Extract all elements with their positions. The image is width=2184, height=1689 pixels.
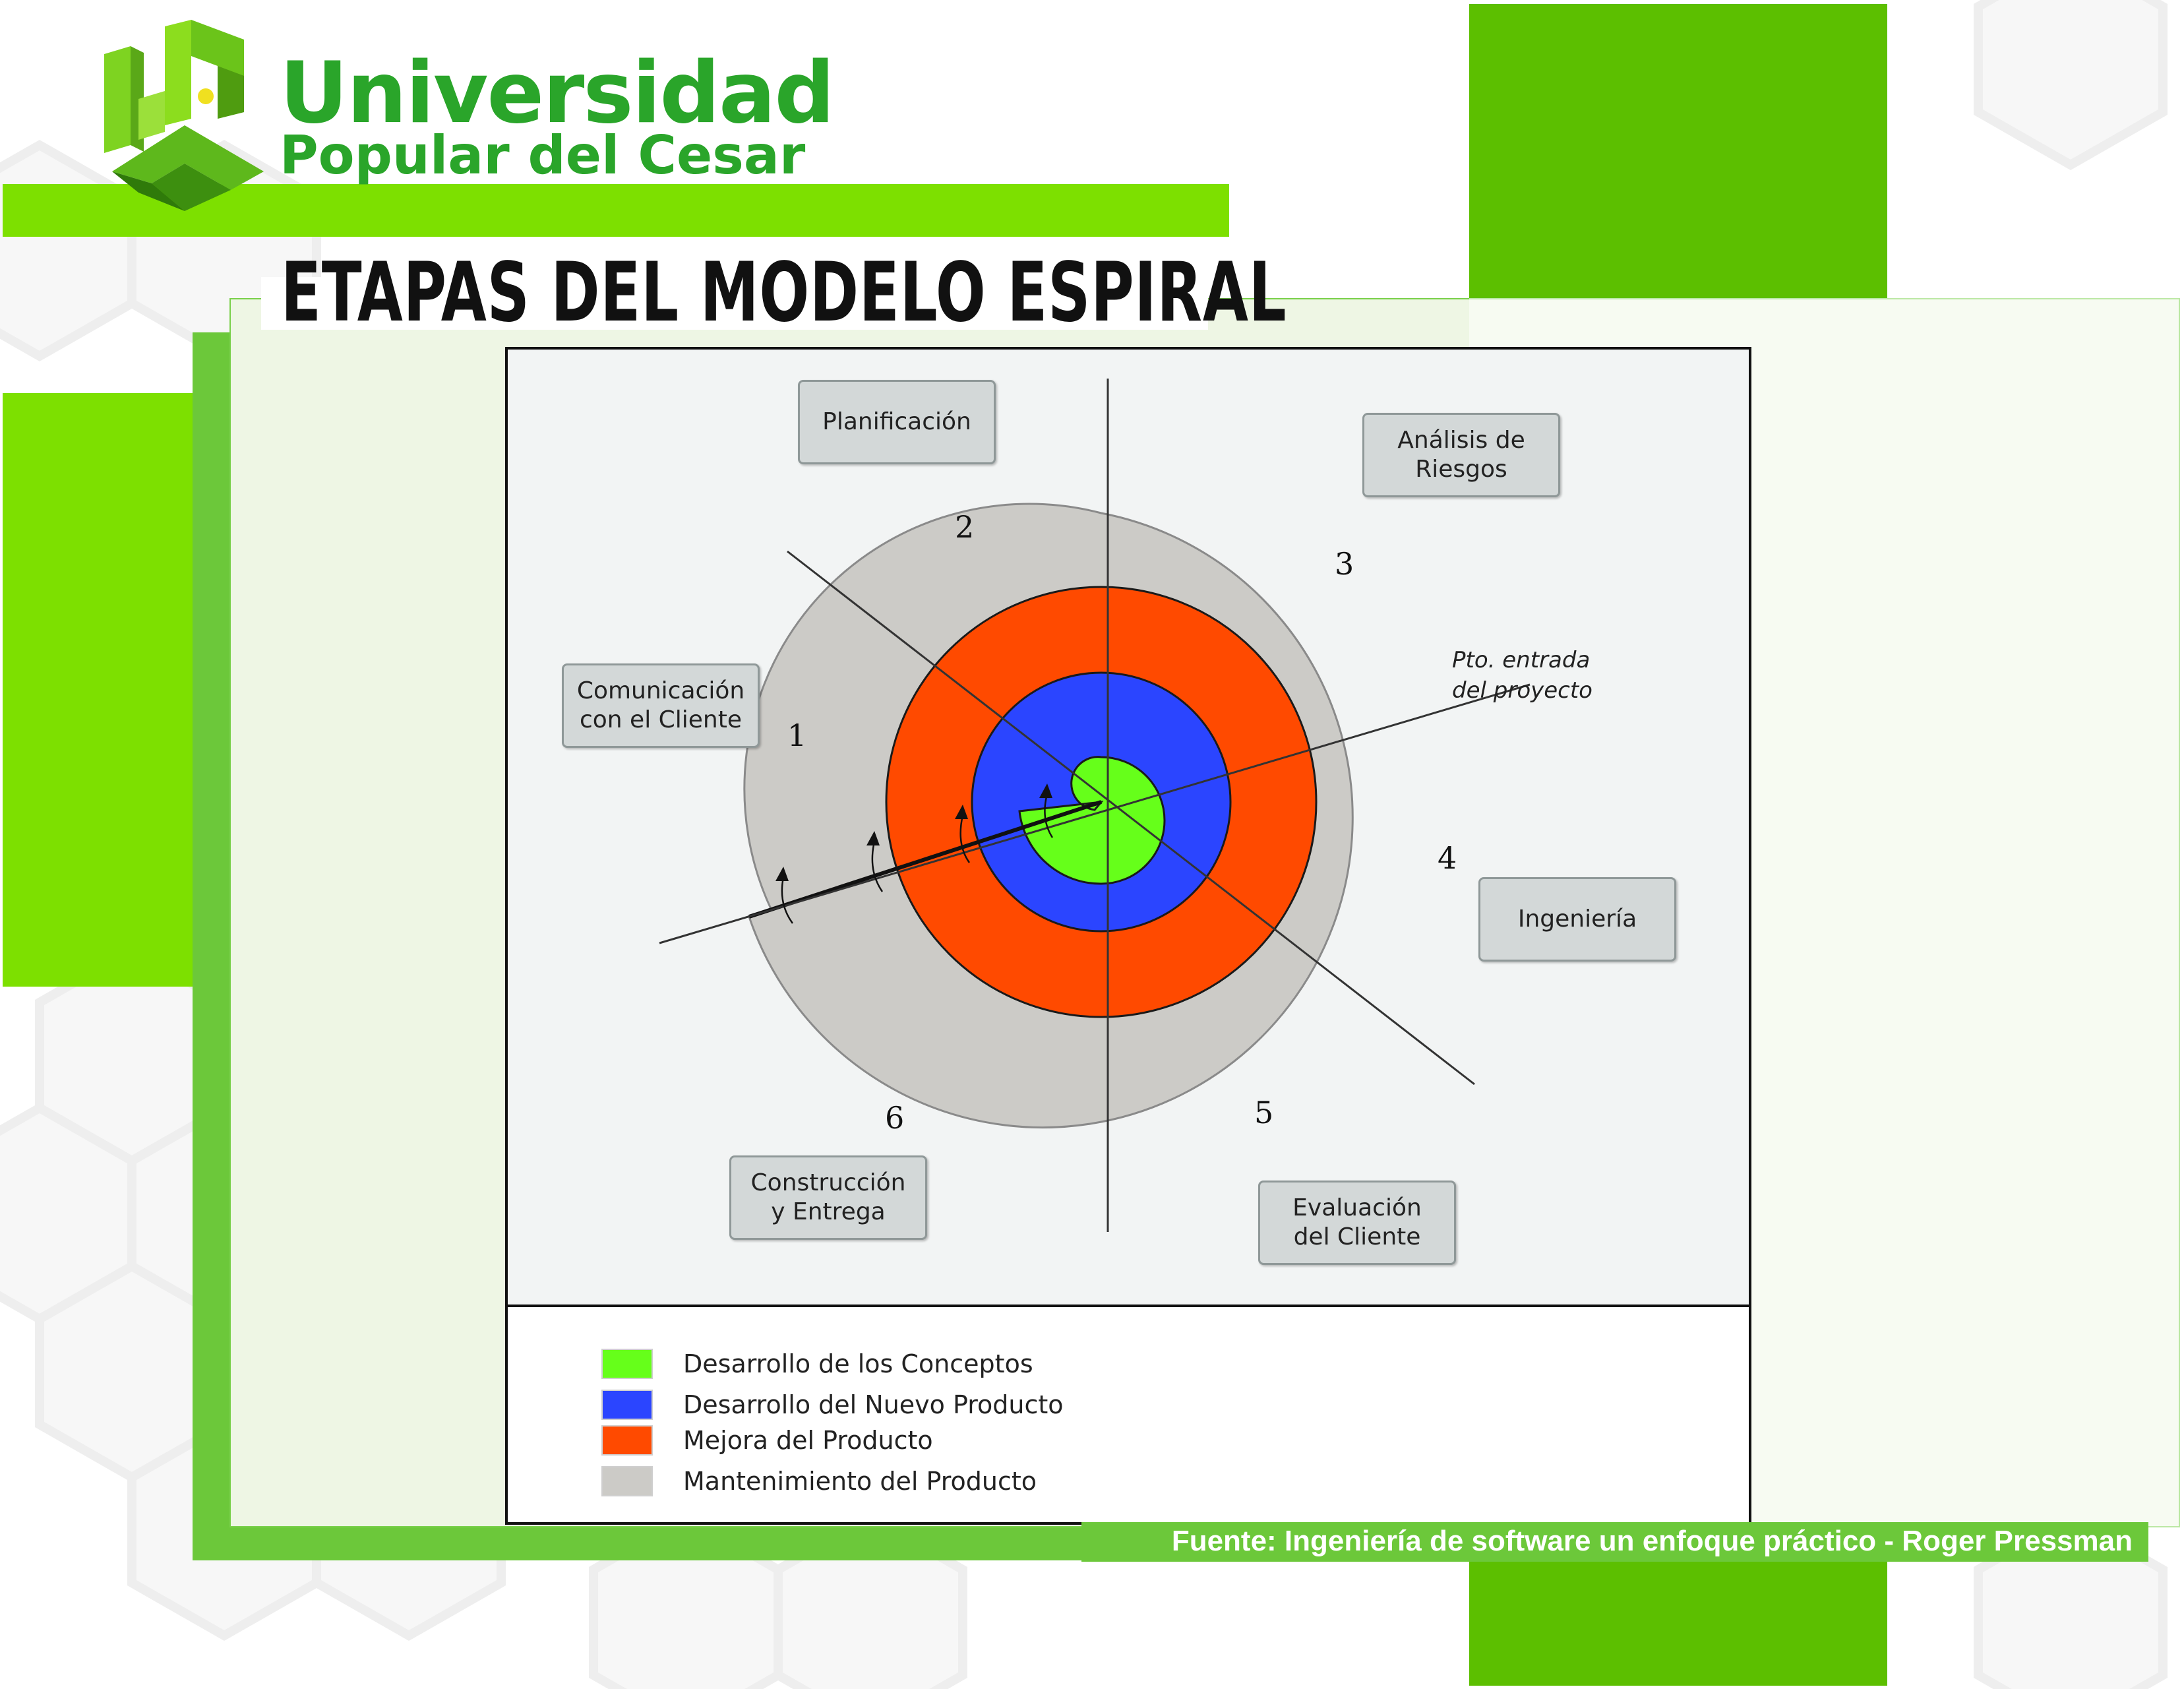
sector-number-1: 1 [787,718,807,753]
legend-item: Mantenimiento del Producto [601,1463,1037,1500]
diagram-area: Planificación Análisis de Riesgos Comuni… [508,350,1749,1307]
legend-label: Mantenimiento del Producto [683,1467,1037,1496]
left-lime-block [3,393,200,987]
sector-number-5: 5 [1254,1095,1274,1130]
sector-number-3: 3 [1335,546,1354,582]
legend-label: Desarrollo de los Conceptos [683,1349,1033,1378]
legend-swatch [601,1466,653,1496]
spiral-model-figure: Planificación Análisis de Riesgos Comuni… [505,347,1751,1525]
box-ingenieria: Ingeniería [1478,877,1676,962]
box-analisis-riesgos: Análisis de Riesgos [1362,413,1560,497]
legend-swatch [601,1425,653,1456]
entry-point-label: Pto. entrada del proyecto [1452,647,1592,704]
sector-number-6: 6 [885,1100,905,1136]
legend-item: Desarrollo del Nuevo Producto [601,1386,1064,1423]
university-name: Universidad [280,44,835,142]
spiral-arrows [781,793,1054,924]
legend-label: Desarrollo del Nuevo Producto [683,1390,1064,1419]
legend-swatch [601,1390,653,1420]
entry-line [659,683,1531,944]
concepts-center [1018,756,1166,885]
footer-bar [1081,1522,2148,1562]
legend-item: Desarrollo de los Conceptos [601,1345,1033,1382]
sector-number-4: 4 [1438,840,1457,876]
box-planificacion: Planificación [798,380,996,464]
axis-diagonal [787,550,1475,1086]
spiral-diagram [659,379,1531,1232]
slide-title: ETAPAS DEL MODELO ESPIRAL [281,245,1287,340]
spiral-start-edge [748,800,1102,919]
legend-swatch [601,1349,653,1379]
source-citation: Fuente: Ingeniería de software un enfoqu… [1171,1525,2133,1557]
sector-number-2: 2 [955,509,975,545]
university-logo [104,20,264,211]
title-background [261,277,1208,330]
legend-label: Mejora del Producto [683,1426,933,1455]
university-subtitle: Popular del Cesar [280,125,806,186]
box-comunicacion: Comunicación con el Cliente [562,663,760,748]
box-construccion: Construcción y Entrega [729,1155,927,1240]
legend: Desarrollo de los Conceptos Desarrollo d… [508,1307,1749,1522]
legend-item: Mejora del Producto [601,1422,933,1459]
box-evaluacion: Evaluación del Cliente [1258,1181,1456,1265]
